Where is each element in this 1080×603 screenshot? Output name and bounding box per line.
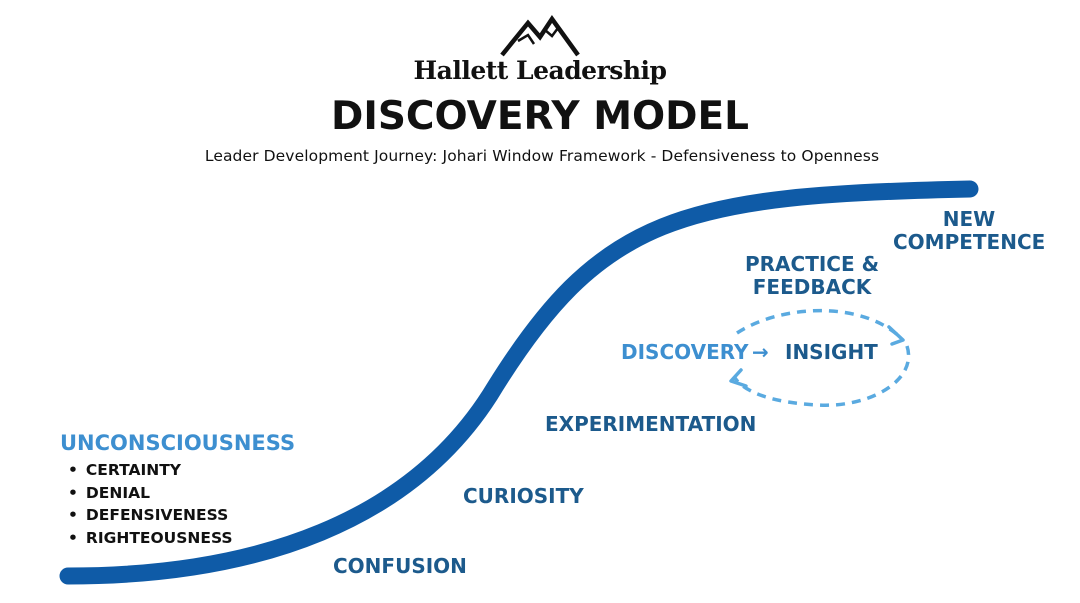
practice-feedback-label: PRACTICE & FEEDBACK <box>745 253 879 299</box>
discovery-label: DISCOVERY <box>621 340 749 364</box>
competence-line: COMPETENCE <box>893 230 1046 254</box>
unconsciousness-label: UNCONSCIOUSNESS <box>60 431 296 455</box>
loop-arrowhead-left <box>729 368 748 388</box>
page-title: DISCOVERY MODEL <box>330 94 750 139</box>
insight-loop-top-arc <box>736 308 902 339</box>
practice-line: PRACTICE & <box>745 252 880 276</box>
experimentation-label: EXPERIMENTATION <box>545 412 757 436</box>
growth-s-curve <box>59 180 979 585</box>
loop-arrowhead-right <box>887 325 905 346</box>
list-item: DEFENSIVENESS <box>68 504 233 527</box>
confusion-label: CONFUSION <box>333 554 467 578</box>
unconsciousness-list: CERTAINTY DENIAL DEFENSIVENESS RIGHTEOUS… <box>68 459 233 549</box>
curiosity-label: CURIOSITY <box>463 484 584 508</box>
new-line: NEW <box>942 207 996 231</box>
mountain-peaks-icon <box>500 15 580 57</box>
feedback-line: FEEDBACK <box>752 275 872 299</box>
brand-name: Hallett Leadership <box>413 56 668 85</box>
list-item: DENIAL <box>68 482 233 505</box>
page-subtitle: Leader Development Journey: Johari Windo… <box>204 147 880 165</box>
loop-arrow: → <box>752 340 769 364</box>
new-competence-label: NEW COMPETENCE <box>893 208 1045 254</box>
list-item: RIGHTEOUSNESS <box>68 527 233 550</box>
insight-label: INSIGHT <box>785 340 878 364</box>
list-item: CERTAINTY <box>68 459 233 482</box>
